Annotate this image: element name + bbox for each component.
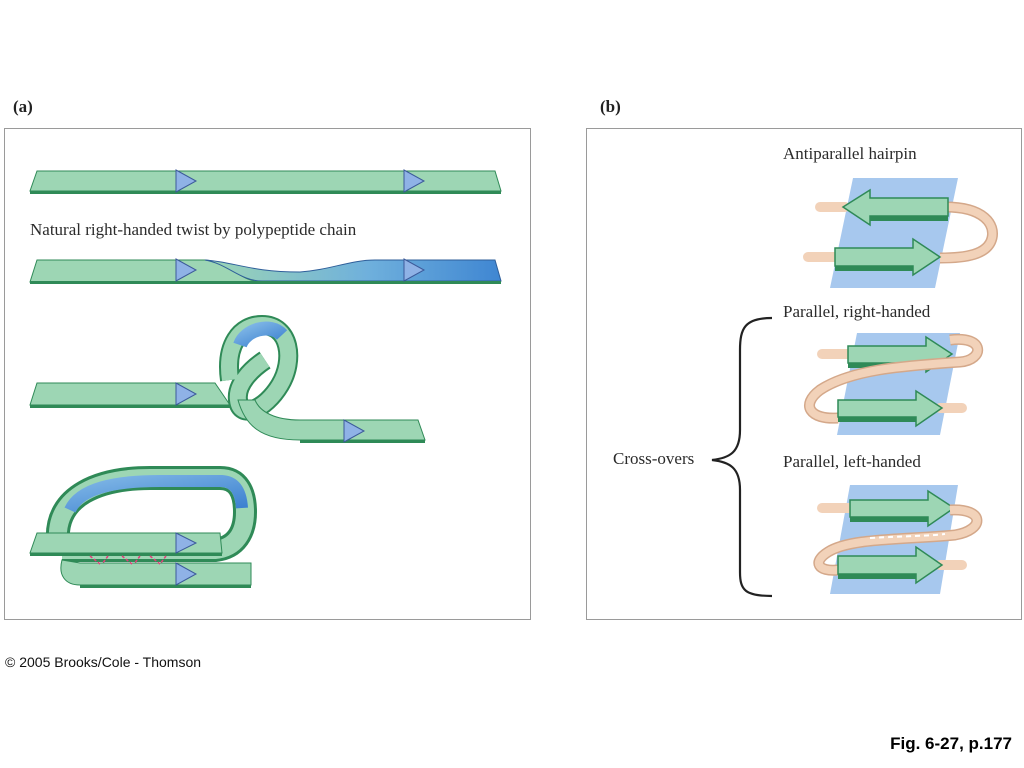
parallel-left-handed-figure bbox=[813, 485, 983, 594]
looped-strand bbox=[29, 314, 426, 443]
panel-a-label: (a) bbox=[13, 97, 33, 116]
crossovers-brace bbox=[711, 316, 773, 598]
hairpin-strand bbox=[29, 466, 258, 588]
direction-arrow-icon bbox=[403, 258, 426, 282]
parallel-right-handed-figure bbox=[804, 333, 983, 435]
antiparallel-hairpin-figure bbox=[803, 178, 998, 288]
direction-arrow-icon bbox=[343, 419, 366, 443]
direction-arrow-icon bbox=[175, 258, 198, 282]
antiparallel-hairpin-caption: Antiparallel hairpin bbox=[783, 144, 917, 163]
direction-arrow-icon bbox=[403, 169, 426, 193]
straight-strand bbox=[29, 169, 502, 194]
crossovers-caption: Cross-overs bbox=[613, 449, 695, 468]
copyright-notice: © 2005 Brooks/Cole - Thomson bbox=[5, 654, 202, 670]
twist-caption: Natural right-handed twist by polypeptid… bbox=[30, 220, 357, 239]
direction-arrow-icon bbox=[175, 532, 198, 554]
figure-reference: Fig. 6-27, p.177 bbox=[890, 734, 1012, 753]
direction-arrow-icon bbox=[175, 382, 198, 406]
direction-arrow-icon bbox=[175, 169, 198, 193]
direction-arrow-icon bbox=[175, 562, 198, 586]
parallel-right-handed-caption: Parallel, right-handed bbox=[783, 302, 931, 321]
parallel-left-handed-caption: Parallel, left-handed bbox=[783, 452, 921, 471]
panel-b-label: (b) bbox=[600, 97, 621, 116]
hydrogen-bonds bbox=[89, 555, 167, 565]
twisted-strand bbox=[29, 258, 502, 284]
